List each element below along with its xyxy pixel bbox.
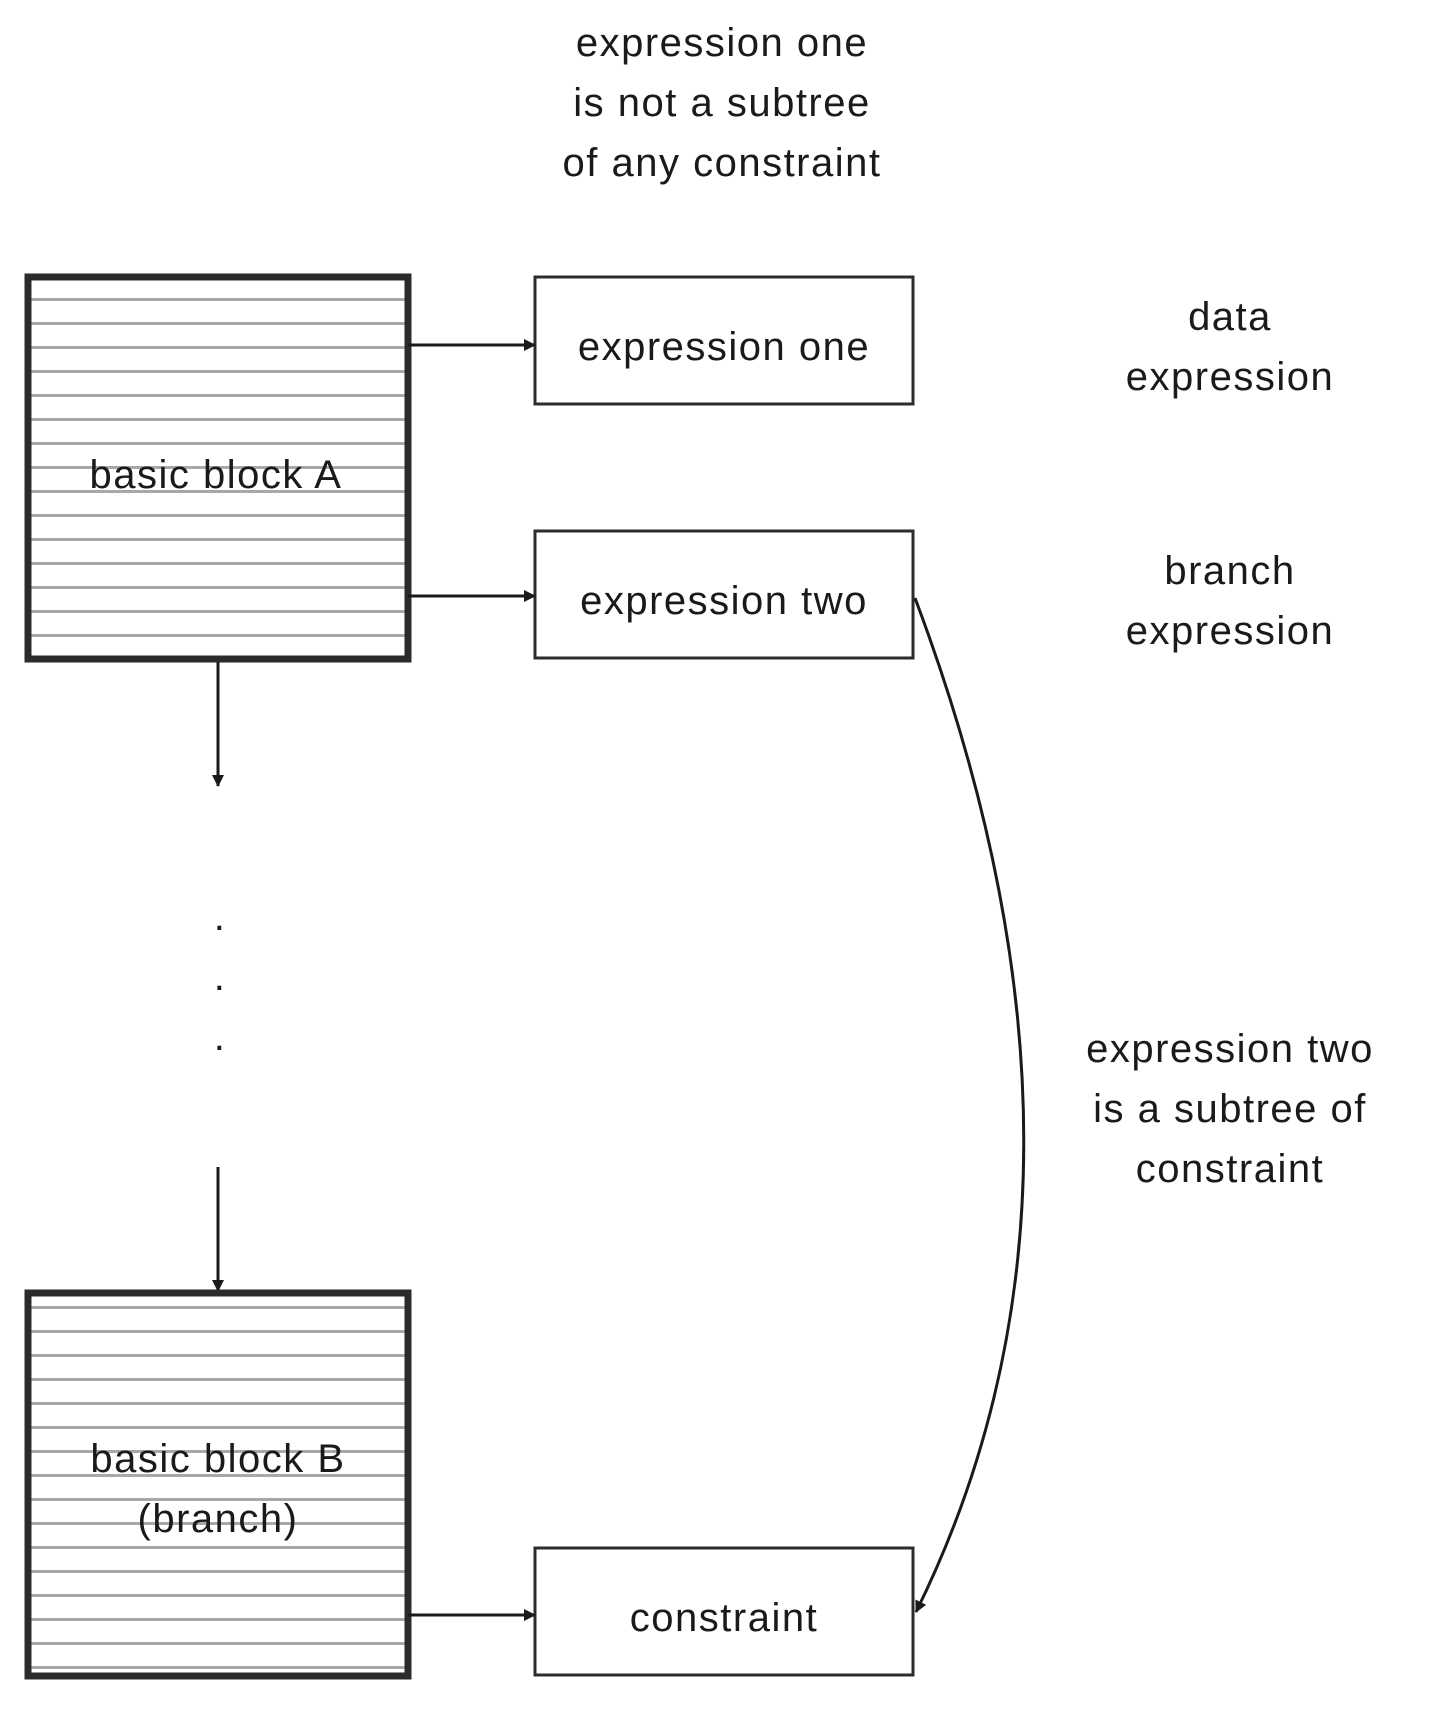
basic-block-b: basic block B (branch): [24, 1289, 412, 1680]
subtree-annotation-line-3: constraint: [1136, 1147, 1324, 1191]
branch-expression-line-1: branch: [1164, 549, 1295, 593]
basic-block-b-line-1: basic block B: [90, 1437, 345, 1481]
subtree-annotation-line-2: is a subtree of: [1093, 1087, 1367, 1131]
data-expression-label: data expression: [1126, 295, 1334, 399]
expression-one-node: expression one: [533, 275, 915, 406]
basic-block-a-box: [24, 273, 412, 663]
expression-two-node: expression two: [533, 529, 915, 660]
expression-one-label: expression one: [578, 325, 870, 369]
constraint-node: constraint: [533, 1546, 915, 1677]
top-annotation: expression one is not a subtree of any c…: [563, 21, 882, 185]
basic-block-a-label: basic block A: [90, 453, 343, 497]
expression-two-label: expression two: [580, 579, 868, 623]
constraint-label: constraint: [630, 1596, 818, 1640]
expression-two-box: [533, 529, 915, 660]
ellipsis-dot-1: .: [214, 895, 227, 939]
subtree-annotation: expression two is a subtree of constrain…: [1086, 1027, 1374, 1191]
subtree-annotation-line-1: expression two: [1086, 1027, 1374, 1071]
data-expression-line-1: data: [1188, 295, 1272, 339]
ellipsis-dot-3: .: [214, 1015, 227, 1059]
top-annotation-line-3: of any constraint: [563, 141, 882, 185]
top-annotation-line-1: expression one: [576, 21, 868, 65]
basic-block-b-box: [24, 1289, 412, 1680]
expression-one-box: [533, 275, 915, 406]
vertical-ellipsis: . . .: [214, 895, 227, 1059]
arrow-expression-two-to-constraint: [913, 597, 1026, 1613]
data-expression-line-2: expression: [1126, 355, 1334, 399]
basic-block-a: basic block A: [24, 273, 412, 663]
basic-block-b-line-2: (branch): [138, 1497, 299, 1541]
branch-expression-line-2: expression: [1126, 609, 1334, 653]
top-annotation-line-2: is not a subtree: [573, 81, 871, 125]
branch-expression-label: branch expression: [1126, 549, 1334, 653]
ellipsis-dot-2: .: [214, 955, 227, 999]
